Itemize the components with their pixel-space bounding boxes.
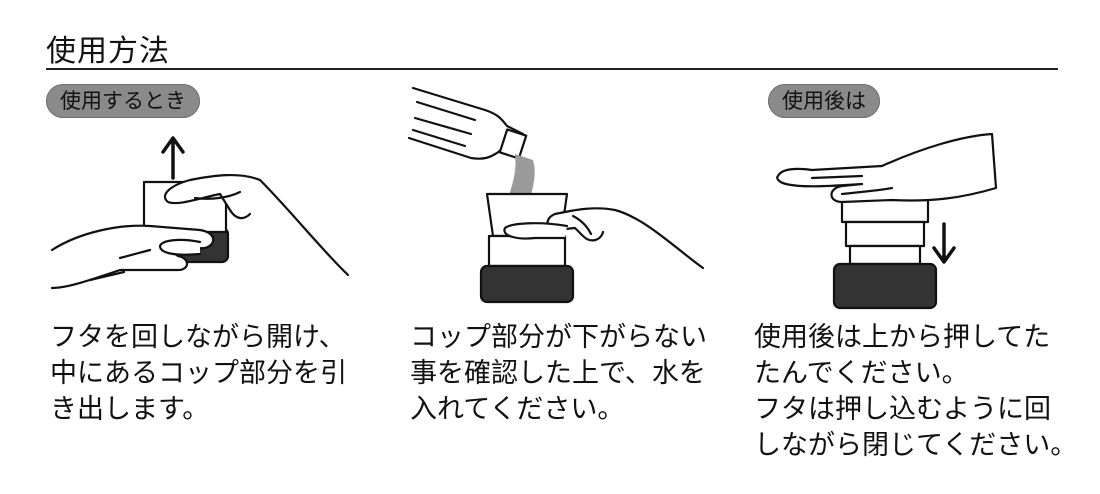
step-1-badge: 使用するとき bbox=[46, 84, 200, 118]
step-3-illustration bbox=[772, 128, 1072, 313]
water-stream bbox=[509, 154, 535, 196]
cup-base bbox=[834, 264, 936, 308]
caption-line: コップ部分が下がらない bbox=[410, 320, 707, 356]
step-1-caption: フタを回しながら開け、 中にあるコップ部分を引 き出します。 bbox=[50, 320, 347, 428]
step-1-illustration bbox=[50, 120, 350, 315]
page-title: 使用方法 bbox=[46, 26, 170, 70]
arrow-up-icon bbox=[163, 138, 183, 178]
step-2-caption: コップ部分が下がらない 事を確認した上で、水を 入れてください。 bbox=[410, 320, 707, 428]
step-3-caption: 使用後は上から押してた たんでください。 フタは押し込むように回 しながら閉じて… bbox=[754, 320, 1077, 464]
title-underline bbox=[46, 68, 1058, 70]
caption-line: たんでください。 bbox=[754, 356, 1077, 392]
caption-line: フタは押し込むように回 bbox=[754, 392, 1077, 428]
caption-line: 中にあるコップ部分を引 bbox=[50, 356, 347, 392]
step-3-badge: 使用後は bbox=[768, 84, 880, 118]
caption-line: 事を確認した上で、水を bbox=[410, 356, 707, 392]
caption-line: しながら閉じてください。 bbox=[754, 428, 1077, 464]
caption-line: き出します。 bbox=[50, 392, 347, 428]
step-2-illustration bbox=[405, 78, 705, 310]
caption-line: 使用後は上から押してた bbox=[754, 320, 1077, 356]
arrow-down-icon bbox=[934, 224, 954, 262]
caption-line: 入れてください。 bbox=[410, 392, 707, 428]
caption-line: フタを回しながら開け、 bbox=[50, 320, 347, 356]
cup-base bbox=[481, 266, 573, 302]
